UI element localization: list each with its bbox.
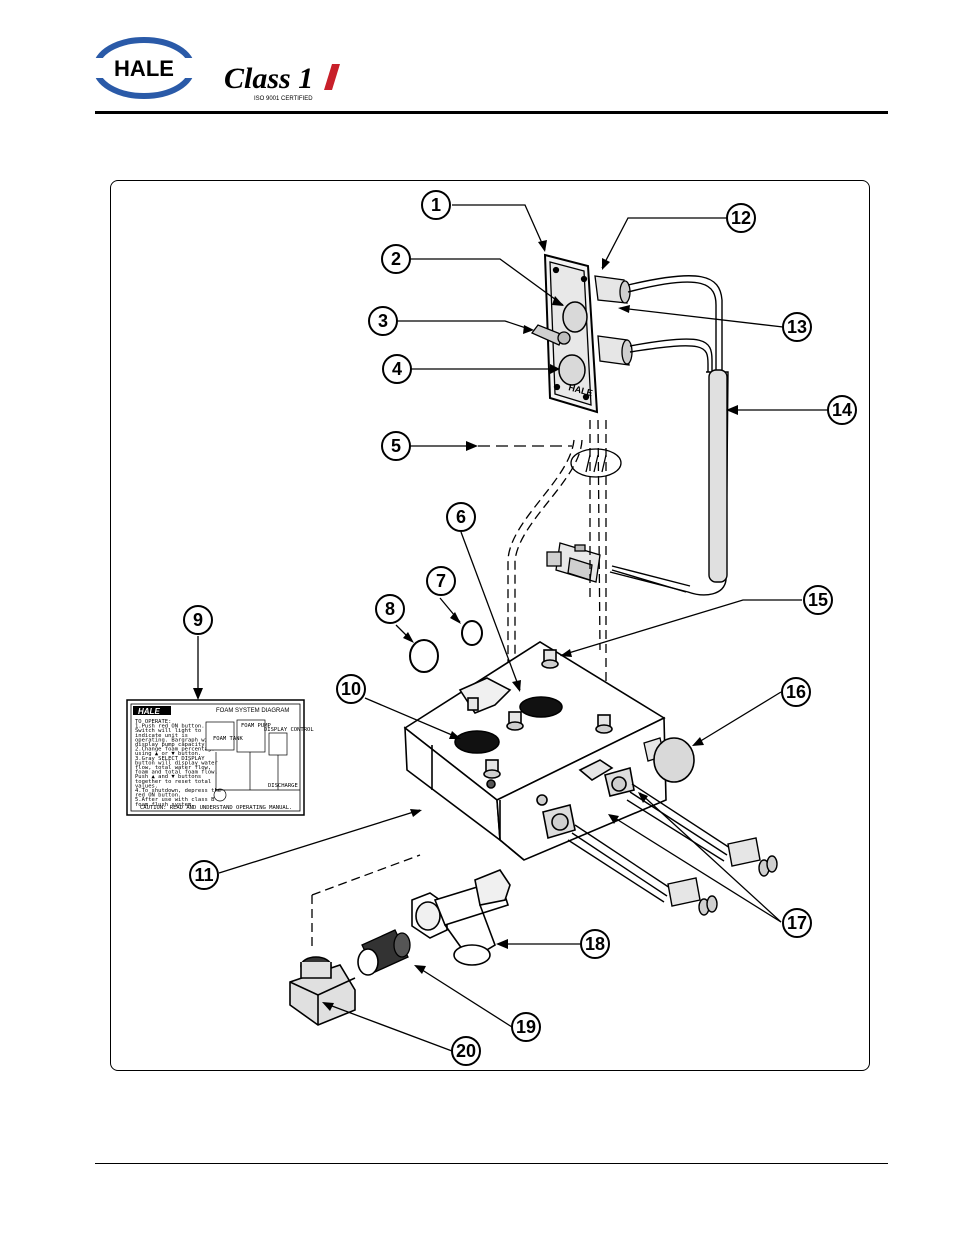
decal-line: 1.Push red ON button. — [135, 724, 205, 730]
callout-11: 11 — [189, 860, 219, 890]
callout-label: 15 — [808, 590, 828, 610]
callout-label: 4 — [392, 359, 402, 379]
decal-line: 2.Change foam percentage — [135, 747, 214, 753]
decal-line: flow, total water flow, — [135, 765, 211, 771]
callout-label: 11 — [194, 865, 213, 885]
callout-label: 6 — [456, 507, 466, 527]
callout-label: 13 — [787, 317, 807, 337]
callout-label: 3 — [378, 311, 388, 331]
callout-1: 1 — [421, 190, 451, 220]
decal-instructions: TO OPERATE:1.Push red ON button. Switch … — [135, 719, 221, 808]
hale-logo: HALE — [92, 37, 196, 99]
decal-foam-pump: FOAM PUMP — [241, 723, 271, 729]
decal-foam-tank: FOAM TANK — [213, 736, 243, 742]
callout-label: 16 — [786, 682, 806, 702]
callout-6: 6 — [446, 502, 476, 532]
foam-system-decal: HALE FOAM SYSTEM DIAGRAM TO OPERATE:1.Pu… — [126, 699, 314, 816]
callout-label: 9 — [193, 610, 203, 630]
decal-line: together to reset total — [135, 779, 211, 785]
decal-line: foam flush system. — [135, 802, 195, 808]
decal-line: foam and total foam flow. — [135, 770, 218, 776]
strainer — [411, 869, 511, 966]
decal-line: Push ▲ and ▼ buttons — [135, 774, 201, 780]
knob — [643, 737, 695, 783]
wire-harness — [609, 274, 729, 596]
callout-label: 8 — [385, 599, 395, 619]
callout-label: 14 — [832, 400, 852, 420]
callout-label: 17 — [787, 913, 807, 933]
callout-label: 12 — [731, 208, 751, 228]
diagram-frame — [110, 180, 870, 1071]
class1-logo-text: Class 1 — [224, 62, 313, 95]
callout-4: 4 — [382, 354, 412, 384]
leader-lines — [197, 204, 828, 1052]
decal-title: FOAM SYSTEM DIAGRAM — [216, 708, 289, 714]
header-rule — [95, 111, 888, 114]
callout-label: 2 — [391, 249, 401, 269]
class1-logo-flag — [324, 64, 340, 90]
page-header: HALE Class 1 ISO 9001 CERTIFIED — [0, 0, 954, 120]
decal-line: 3.Gray SELECT DISPLAY — [135, 756, 205, 762]
control-panel: HALE — [530, 253, 633, 414]
decal-line: button will display water — [135, 760, 218, 766]
callout-16: 16 — [781, 677, 811, 707]
callout-12: 12 — [726, 203, 756, 233]
valve-manifold — [403, 641, 667, 861]
callout-8: 8 — [375, 594, 405, 624]
callout-label: 10 — [341, 679, 361, 699]
decal-line: display pump capacity. — [135, 742, 208, 748]
indicator-button-top — [562, 301, 588, 333]
callout-label: 7 — [436, 571, 446, 591]
leader-arrows — [193, 240, 738, 1011]
callout-label: 5 — [391, 436, 401, 456]
decal-line: TO OPERATE: — [135, 719, 171, 725]
callout-5: 5 — [381, 431, 411, 461]
class1-logo: Class 1 ISO 9001 CERTIFIED — [224, 62, 340, 102]
callout-18: 18 — [580, 929, 610, 959]
decal-line: indicate unit is — [135, 733, 188, 739]
callout-label: 1 — [431, 195, 441, 215]
decal-display-control: DISPLAY CONTROL — [264, 727, 314, 733]
o-ring-large — [409, 639, 439, 673]
elbow-fitting — [289, 956, 356, 1026]
decal-line: values. — [135, 783, 158, 789]
decal-line: 5.After use with class B — [135, 797, 215, 803]
footer-rule — [95, 1163, 888, 1164]
decal-line: Switch will light to — [135, 728, 201, 734]
decal-caution: CAUTION: READ AND UNDERSTAND OPERATING M… — [140, 805, 292, 811]
hale-logo-text: HALE — [114, 56, 174, 81]
seal-ring — [570, 448, 622, 478]
callout-10: 10 — [336, 674, 366, 704]
decal-line: red ON button. — [135, 793, 181, 799]
callout-9: 9 — [183, 605, 213, 635]
decal-line: 4.To shutdown, depress the — [135, 788, 221, 794]
callout-19: 19 — [511, 1012, 541, 1042]
callout-20: 20 — [451, 1036, 481, 1066]
callout-14: 14 — [827, 395, 857, 425]
wire-sleeve — [708, 369, 728, 583]
callout-3: 3 — [368, 306, 398, 336]
callout-13: 13 — [782, 312, 812, 342]
decal-discharge: DISCHARGE — [268, 783, 298, 789]
sensor-cables — [567, 783, 778, 916]
o-ring-small — [461, 620, 483, 646]
callout-label: 19 — [516, 1017, 536, 1037]
harness-connector — [546, 542, 601, 583]
decal-line: operating. Bargraph will — [135, 737, 214, 743]
callout-2: 2 — [381, 244, 411, 274]
iso-certification: ISO 9001 CERTIFIED — [254, 96, 313, 102]
callout-7: 7 — [426, 566, 456, 596]
callout-17: 17 — [782, 908, 812, 938]
decal-line: using ▲ or ▼ button. — [135, 751, 201, 757]
callout-label: 20 — [456, 1041, 476, 1061]
decal-brand: HALE — [138, 707, 160, 716]
pipe-nipple — [357, 929, 411, 976]
callout-label: 18 — [585, 934, 605, 954]
indicator-button-bottom — [558, 354, 586, 386]
callout-15: 15 — [803, 585, 833, 615]
